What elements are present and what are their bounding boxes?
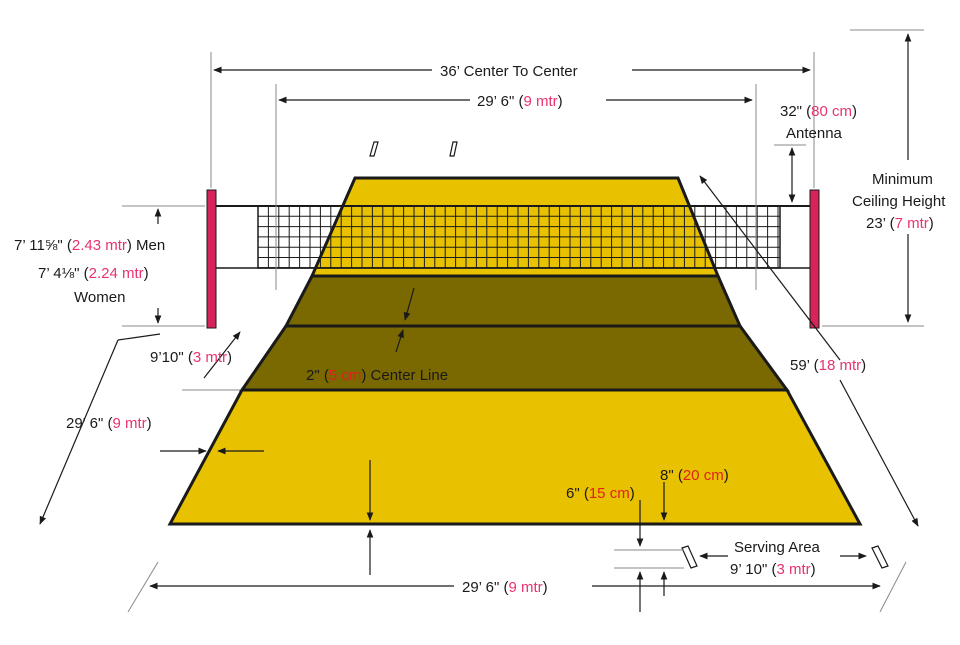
left-post — [206, 189, 217, 329]
right-post — [809, 189, 820, 329]
ceiling-height-value: 23’ (7 mtr) — [866, 215, 934, 232]
half-court-length-label: 29’ 6" (9 mtr) — [66, 415, 152, 432]
line-width-6in-label: 6" (15 cm) — [566, 485, 635, 502]
serving-area-label: Serving Area — [734, 539, 821, 556]
center-line-label: 2" (5 cm) Center Line — [306, 367, 448, 384]
antenna-label: Antenna — [786, 125, 843, 142]
ceiling-label-line2: Ceiling Height — [852, 193, 946, 210]
back-court-near — [167, 388, 863, 526]
serving-marker-left — [681, 545, 698, 569]
serving-area-value: 9’ 10" (3 mtr) — [730, 561, 816, 578]
ceiling-label-line1: Minimum — [872, 171, 933, 188]
women-label: Women — [74, 289, 125, 306]
court-length-label: 59’ (18 mtr) — [790, 357, 866, 374]
baseline-width-label: 29’ 6" (9 mtr) — [462, 579, 548, 596]
dimension-lines — [39, 29, 924, 613]
attack-zone-far — [283, 274, 743, 328]
net-width-label: 29’ 6" (9 mtr) — [477, 93, 563, 110]
women-net-height-label: 7’ 4⅛" (2.24 mtr) — [38, 265, 149, 282]
attack-line-label: 9’10" (3 mtr) — [150, 349, 232, 366]
line-width-8in-label: 8" (20 cm) — [660, 467, 729, 484]
antenna-left — [369, 141, 379, 157]
men-net-height-label: 7’ 11⅝" (2.43 mtr) Men — [14, 237, 165, 254]
antenna-height-label: 32" (80 cm) — [780, 103, 857, 120]
antenna-right — [449, 141, 458, 157]
net — [215, 205, 812, 269]
center-to-center-label: 36’ Center To Center — [440, 63, 578, 80]
serving-marker-right — [871, 545, 889, 569]
